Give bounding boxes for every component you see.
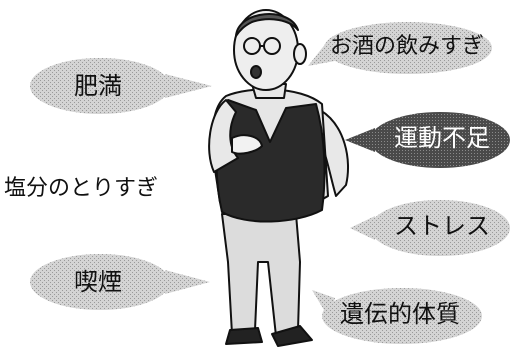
bubble-alcohol <box>308 22 492 74</box>
label-obesity: 肥満 <box>74 72 122 100</box>
label-smoking: 喫煙 <box>74 268 122 296</box>
bubble-heredity <box>312 288 482 344</box>
label-salt: 塩分のとりすぎ <box>4 176 159 201</box>
label-stress: ストレス <box>394 212 490 240</box>
label-exercise: 運動不足 <box>394 124 490 152</box>
man-figure-icon <box>208 9 349 347</box>
label-alcohol: お酒の飲みすぎ <box>330 34 485 59</box>
bubble-obesity <box>30 58 212 114</box>
label-heredity: 遺伝的体質 <box>340 300 460 328</box>
bubble-stress <box>350 200 510 256</box>
bubble-exercise <box>345 112 510 168</box>
bubble-smoking <box>30 254 210 310</box>
